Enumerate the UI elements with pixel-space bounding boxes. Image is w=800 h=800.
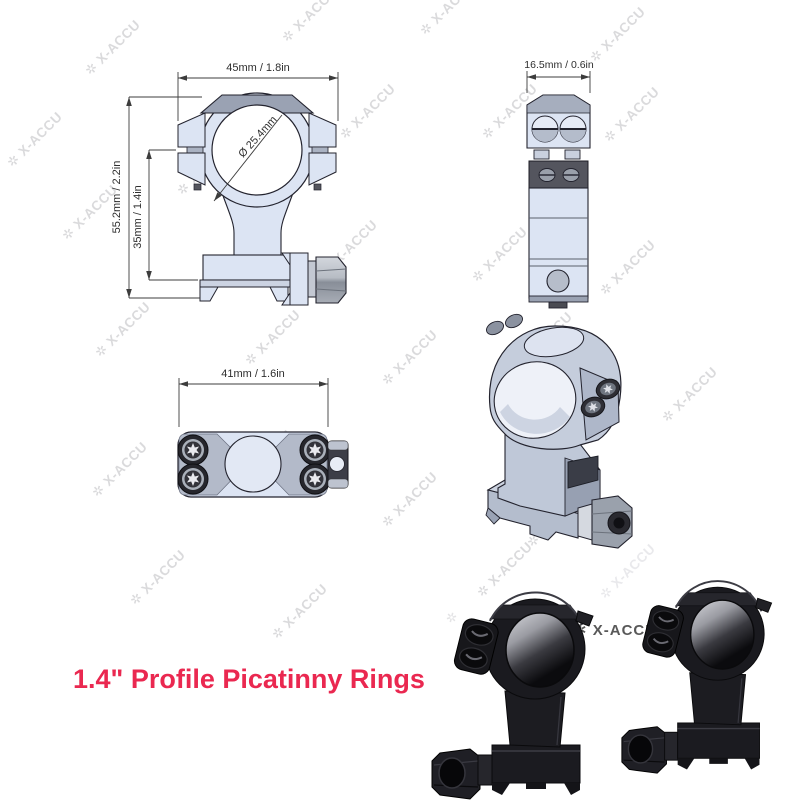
clamp-block-side [528, 160, 589, 189]
dimension-lines [526, 71, 591, 93]
ring-body-lower [199, 192, 308, 302]
front-view-svg [126, 72, 347, 306]
render-ring-top [523, 326, 585, 358]
render-hex-nut [577, 495, 633, 549]
rail-clamp-nut [281, 252, 347, 306]
dimension-arrows [179, 381, 328, 387]
left-clamp-wing [177, 112, 206, 191]
ring-cap-side [526, 94, 591, 149]
scope-tube-opening [224, 435, 282, 493]
watermark-text: ✲ X-ACCU [417, 0, 479, 39]
render-slot [567, 455, 599, 489]
watermark-text: ✲ X-ACCU [4, 109, 66, 171]
nut-washer [307, 260, 317, 298]
watermark-text: ✲ X-ACCU [279, 0, 341, 46]
photo-ring-left [431, 591, 594, 800]
front-saddle-height-dimension: 35mm / 1.4in [132, 185, 144, 249]
watermark-text: ✲ X-ACCU [127, 547, 189, 609]
photo-svg [431, 580, 773, 800]
top-width-dimension: 41mm / 1.6in [221, 368, 285, 380]
right-clamp-wing [308, 112, 337, 191]
dimension-lines [128, 72, 339, 299]
render-ring [486, 313, 622, 450]
front-total-height-dimension: 55.2mm / 2.2in [111, 160, 123, 234]
hex-nut [315, 256, 347, 304]
top-view-svg [177, 378, 349, 498]
side-width-dimension: 16.5mm / 0.6in [524, 59, 594, 71]
side-nut-block-top [327, 440, 349, 489]
product-title: 1.4" Profile Picatinny Rings [73, 664, 425, 694]
dimension-lines [178, 378, 329, 427]
watermark-text: ✲ X-ACCU [89, 439, 151, 501]
base-column-side [528, 187, 589, 309]
front-view-drawing: 45mm / 1.8in 55.2mm / 2.2in 35mm / 1.4in… [110, 55, 370, 320]
cad-render-3d [460, 312, 655, 562]
cross-bolt-hole [546, 269, 570, 293]
watermark-text: ✲ X-ACCU [379, 327, 441, 389]
ring-bore [211, 104, 303, 196]
dimension-arrows [527, 74, 590, 80]
watermark-text: ✲ X-ACCU [269, 581, 331, 643]
product-photo [430, 555, 800, 800]
ring-top-bevel [199, 94, 315, 114]
brand-watermark-horizontal: ✲ X-ACCU [574, 622, 658, 639]
top-view-drawing: 41mm / 1.6in [160, 365, 360, 505]
hinge-tabs [533, 149, 581, 160]
render-body [497, 430, 601, 517]
watermark-text: ✲ X-ACCU [379, 469, 441, 531]
watermark-text: ✲ X-ACCU [659, 364, 721, 426]
dimension-arrows [126, 75, 338, 298]
photo-ring-right [620, 580, 773, 775]
side-view-drawing: 16.5mm / 0.6in [505, 55, 620, 315]
ring-clamp [177, 92, 337, 208]
front-width-dimension: 45mm / 1.8in [226, 62, 290, 74]
render-svg [485, 313, 633, 549]
side-view-svg [526, 71, 591, 309]
